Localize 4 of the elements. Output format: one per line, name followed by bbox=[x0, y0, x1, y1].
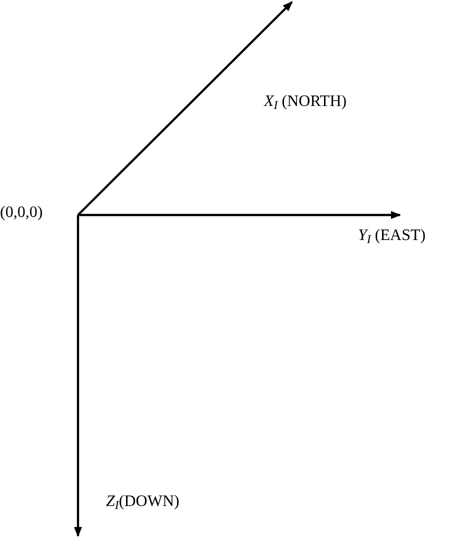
axis-label: Y$_{I}$ (EAST) bbox=[358, 226, 426, 246]
axis-label: (0,0,0) bbox=[0, 203, 43, 223]
axis-label: Z$_{I}$(DOWN) bbox=[106, 492, 180, 512]
axis-label: X$_{I}$ (NORTH) bbox=[264, 92, 347, 112]
